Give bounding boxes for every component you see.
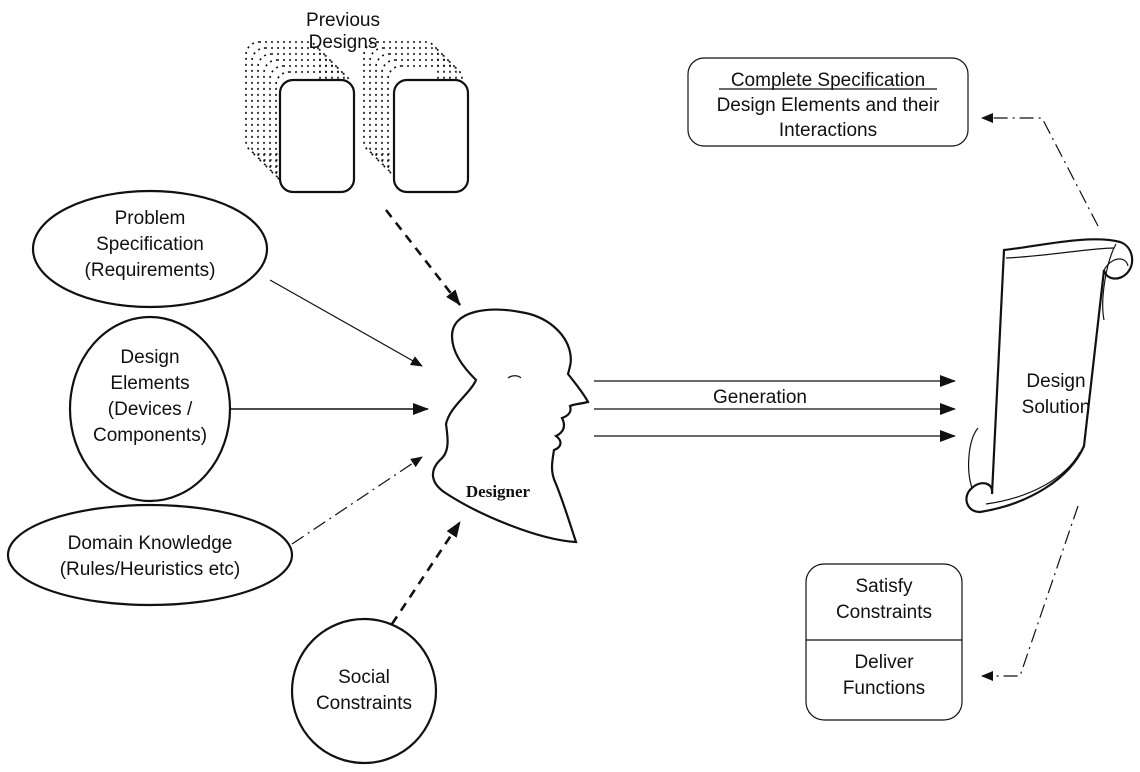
- satisfy-line2: Constraints: [836, 602, 932, 623]
- design-solution-line1: Design: [1026, 371, 1085, 392]
- scroll-bottom-roll: [968, 427, 979, 489]
- scroll-top-roll: [1102, 243, 1117, 321]
- social-constraints-node: Social Constraints: [290, 617, 438, 765]
- scroll-shade-bottom: [985, 451, 1081, 505]
- designer-eye-icon: [507, 375, 522, 379]
- previous-designs-label-line1: Previous: [306, 10, 380, 31]
- arrow-problem-spec-to-designer: [269, 279, 423, 367]
- design-elements-node: Design Elements (Devices / Components): [68, 315, 232, 503]
- arrow-domain-knowledge-to-designer: [291, 456, 423, 545]
- deliver-line2: Functions: [843, 678, 925, 699]
- problem-specification-node: Problem Specification (Requirements): [31, 189, 269, 309]
- scroll-icon: [965, 238, 1134, 514]
- design-elements-line2: Elements: [110, 373, 189, 394]
- domain-knowledge-line2: (Rules/Heuristics etc): [60, 559, 241, 580]
- generation-label: Generation: [713, 387, 807, 408]
- scroll-shade-top: [1005, 247, 1115, 259]
- design-solution-line2: Solution: [1022, 397, 1091, 418]
- satisfy-deliver-node: Satisfy Constraints Deliver Functions: [805, 563, 963, 721]
- previous-designs-label-line2: Designs: [309, 32, 378, 53]
- problem-spec-line1: Problem: [115, 208, 186, 229]
- design-elements-line3: (Devices /: [108, 399, 193, 420]
- designer-node: Designer: [431, 308, 590, 544]
- generation-arrows: Generation: [594, 375, 956, 442]
- design-elements-line1: Design: [120, 347, 179, 368]
- complete-specification-node: Complete Specification Design Elements a…: [687, 57, 969, 147]
- arrow-social-constraints-to-designer: [390, 521, 462, 625]
- deliver-line1: Deliver: [854, 652, 914, 673]
- problem-spec-line3: (Requirements): [85, 260, 216, 281]
- complete-spec-title: Complete Specification: [731, 70, 925, 91]
- scroll-top-curl: [1103, 258, 1129, 271]
- arrow-previous-designs-to-designer: [384, 209, 462, 306]
- previous-designs-stack: Previous Designs: [245, 10, 470, 194]
- designer-label: Designer: [466, 482, 531, 501]
- domain-knowledge-node: Domain Knowledge (Rules/Heuristics etc): [6, 503, 294, 607]
- social-constraints-line1: Social: [338, 667, 390, 688]
- satisfy-line1: Satisfy: [855, 576, 913, 597]
- arrow-solution-to-satisfy-box: [981, 505, 1079, 681]
- design-elements-line4: Components): [93, 425, 207, 446]
- designer-head-icon: [431, 308, 590, 544]
- social-constraints-line2: Constraints: [316, 693, 412, 714]
- complete-spec-line2: Design Elements and their: [717, 95, 941, 116]
- arrow-solution-to-complete-spec: [981, 113, 1099, 227]
- domain-knowledge-line1: Domain Knowledge: [68, 533, 233, 554]
- previous-design-sheet-right: [363, 41, 470, 194]
- design-solution-node: Design Solution: [965, 238, 1134, 514]
- previous-design-sheet-left: [245, 41, 356, 194]
- complete-spec-line3: Interactions: [779, 120, 877, 141]
- problem-spec-line2: Specification: [96, 234, 204, 255]
